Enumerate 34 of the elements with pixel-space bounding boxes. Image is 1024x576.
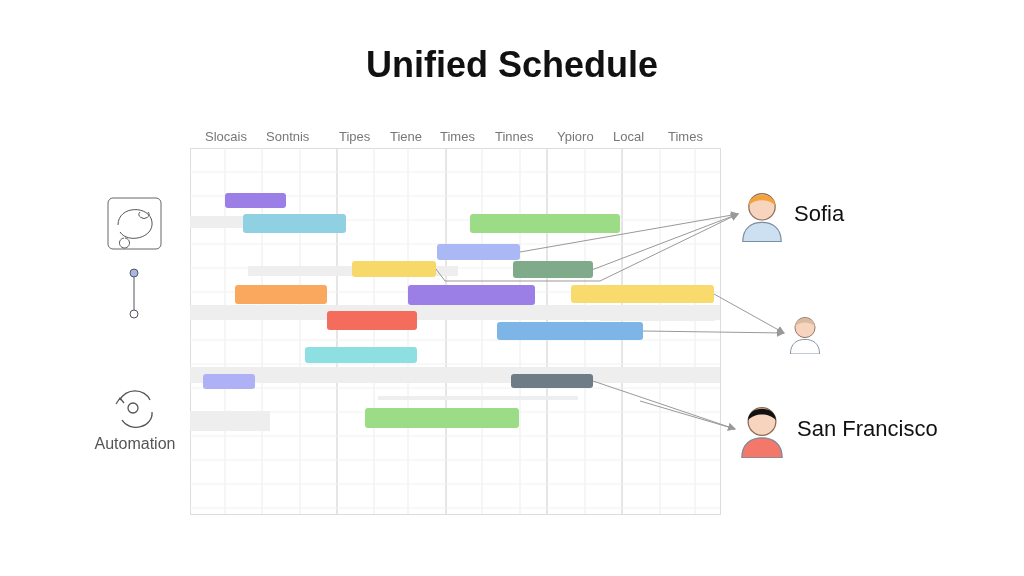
task-bar xyxy=(571,285,714,303)
person-name: Sofia xyxy=(794,201,845,227)
arrow xyxy=(713,293,785,334)
task-bar xyxy=(511,374,593,388)
title: Unified Schedule xyxy=(364,44,659,86)
arrow xyxy=(642,328,785,337)
task-bar xyxy=(243,214,346,233)
task-bar xyxy=(235,285,327,304)
task-bar xyxy=(513,261,593,278)
column-header: Ypioro xyxy=(557,129,594,144)
task-bar xyxy=(327,311,417,330)
task-bar xyxy=(365,408,519,428)
task-bar xyxy=(203,374,255,389)
task-bar xyxy=(437,244,520,260)
task-bar xyxy=(305,347,417,363)
column-header: Local xyxy=(613,129,645,144)
task-bar xyxy=(497,322,643,340)
column-header: Times xyxy=(440,129,475,144)
task-bar xyxy=(225,193,286,208)
task-bar xyxy=(352,261,436,277)
column-header: Tipes xyxy=(339,129,371,144)
arrow xyxy=(519,211,739,253)
task-bar xyxy=(408,285,535,305)
person-name: San Francisco xyxy=(797,416,938,442)
column-header: Sontnis xyxy=(266,129,310,144)
arrow xyxy=(592,212,739,270)
column-header: Times xyxy=(668,129,703,144)
icon-caption: Automation xyxy=(93,435,177,453)
arrow xyxy=(639,400,736,431)
column-header: Tiene xyxy=(390,129,423,144)
column-header: Tinnes xyxy=(495,129,534,144)
task-bar xyxy=(470,214,620,233)
arrow xyxy=(435,213,739,282)
column-header: Slocais xyxy=(205,129,247,144)
